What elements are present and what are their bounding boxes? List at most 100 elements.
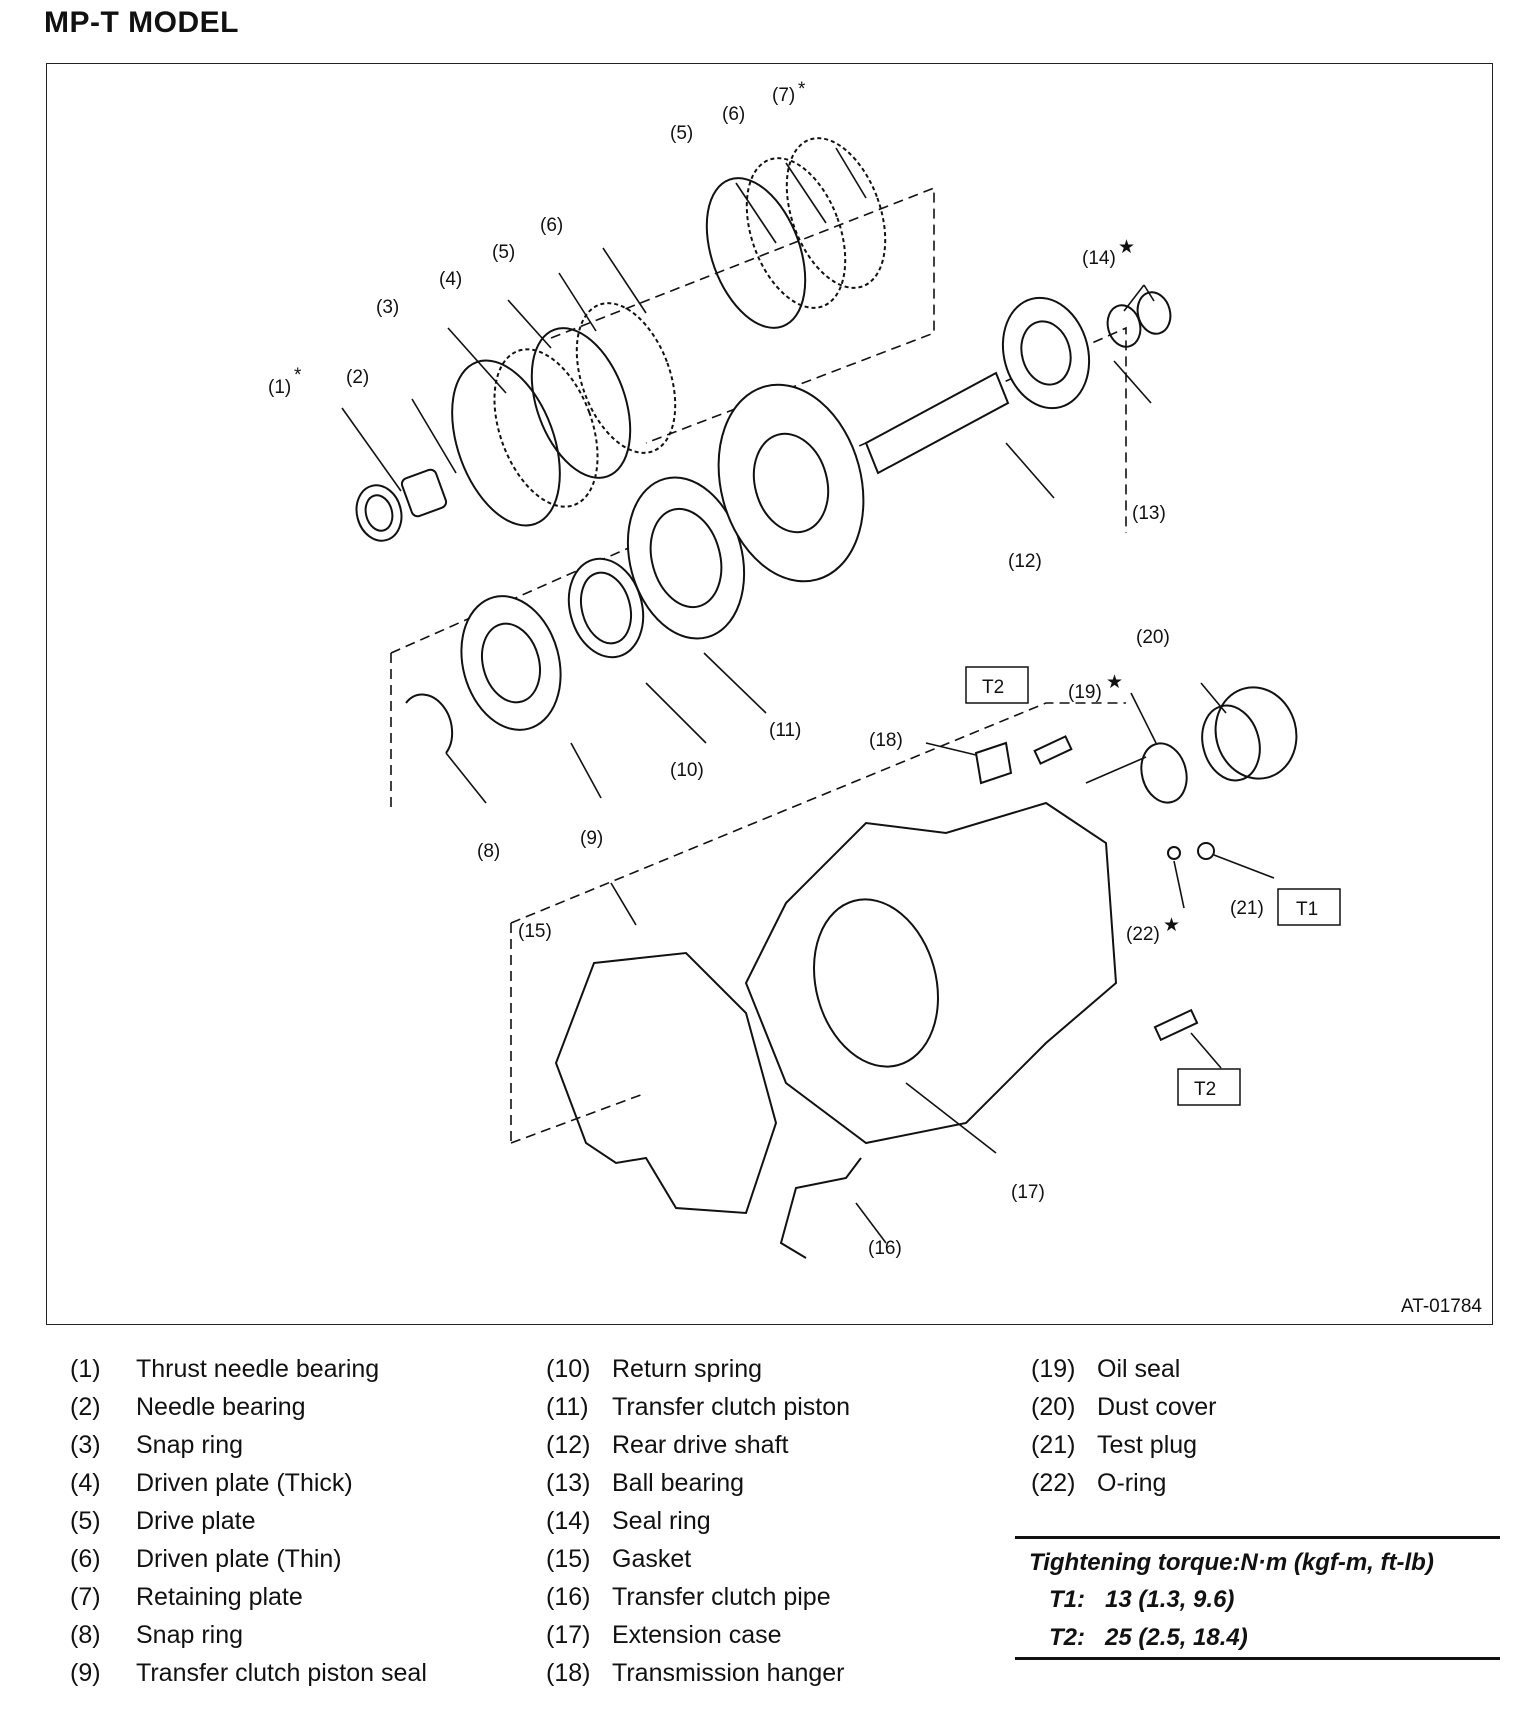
- legend-item: (11)Transfer clutch piston: [546, 1388, 850, 1426]
- legend-part-name: Drive plate: [136, 1507, 256, 1535]
- gasket-envelope-bottom: [510, 1092, 647, 1144]
- bolt-t2-lower-part: [1153, 1008, 1199, 1042]
- legend-number: (8): [70, 1621, 101, 1649]
- torque-value: 25 (2.5, 18.4): [1105, 1624, 1248, 1651]
- legend-part-name: Dust cover: [1097, 1393, 1217, 1421]
- callout-20: (20): [1136, 627, 1170, 648]
- legend-part-name: Gasket: [612, 1545, 692, 1573]
- torque-tag-t2-lower-box: [1177, 1068, 1241, 1106]
- parts-legend-column-3: (19)Oil seal (20)Dust cover (21)Test plu…: [1031, 1350, 1216, 1502]
- callout-3: (3): [376, 297, 399, 318]
- legend-item: (20) Dust cover: [1031, 1388, 1216, 1426]
- legend-number: (11): [546, 1393, 589, 1421]
- shaft-assembly-envelope: [390, 326, 1127, 654]
- legend-number: (4): [70, 1469, 101, 1497]
- callout-19: (19): [1068, 682, 1102, 703]
- legend-part-name: Needle bearing: [136, 1393, 306, 1421]
- callout-15: (15): [518, 921, 552, 942]
- torque-tag-t2-lower: T2: [1194, 1079, 1216, 1100]
- seal-ring-a-part: [1106, 304, 1142, 348]
- legend-number: (16): [546, 1583, 591, 1611]
- callout-13: (13): [1132, 503, 1166, 524]
- callout-6a: (6): [540, 215, 563, 236]
- callout-18: (18): [869, 730, 903, 751]
- legend-number: (17): [546, 1621, 591, 1649]
- transmission-hanger-part: [974, 741, 1013, 785]
- legend-number: (13): [546, 1469, 591, 1497]
- callout-9: (9): [580, 828, 603, 849]
- diagram-frame: AT-01784: [46, 63, 1493, 1325]
- legend-item: (13) Ball bearing: [546, 1464, 850, 1502]
- exploded-view-diagram: (1) * (2) (3) (4) (5) (6) (5) (6) (7) * …: [268, 79, 1341, 1259]
- legend-item: (3)Snap ring: [70, 1426, 427, 1464]
- transfer-clutch-pipe-part: [779, 1157, 862, 1259]
- torque-tag-t1-box: [1277, 888, 1341, 926]
- legend-part-name: Extension case: [612, 1621, 782, 1649]
- legend-number: (9): [70, 1659, 101, 1687]
- legend-item: (1) Thrust needle bearing: [70, 1350, 427, 1388]
- driven-plate-thick-part: [493, 348, 599, 508]
- legend-number: (5): [70, 1507, 101, 1535]
- parts-legend-column-1: (1) Thrust needle bearing (2) Needle beari…: [70, 1350, 427, 1692]
- retaining-plate-part: [785, 137, 887, 289]
- legend-number: (7): [70, 1583, 101, 1611]
- oil-seal-part: [1140, 742, 1188, 804]
- star-mark-22: ★: [1163, 915, 1180, 936]
- legend-item: (9) Transfer clutch piston seal: [70, 1654, 427, 1692]
- legend-number: (18): [546, 1659, 591, 1687]
- legend-number: (19): [1031, 1355, 1076, 1383]
- callout-4: (4): [439, 269, 462, 290]
- legend-part-name: Retaining plate: [136, 1583, 303, 1611]
- star-mark-14: ★: [1118, 237, 1135, 258]
- torque-heading: Tightening torque:N·m (kgf-m, ft-lb): [1029, 1549, 1434, 1576]
- rear-drive-shaft-spline-part: [864, 371, 1010, 475]
- legend-item: (18) Transmission hanger: [546, 1654, 850, 1692]
- torque-key: T2:: [1049, 1624, 1085, 1651]
- callout-7: (7): [772, 85, 795, 106]
- snap-ring-8-part: [405, 693, 454, 754]
- legend-part-name: Ball bearing: [612, 1469, 745, 1497]
- figure-code: AT-01784: [1401, 1296, 1482, 1317]
- legend-part-name: Test plug: [1097, 1431, 1198, 1459]
- legend-number: (10): [546, 1355, 591, 1383]
- legend-number: (12): [546, 1431, 591, 1459]
- legend-part-name: O-ring: [1097, 1469, 1167, 1497]
- ball-bearing-part: [1001, 296, 1091, 410]
- legend-number: (22): [1031, 1469, 1076, 1497]
- torque-key: T1:: [1049, 1586, 1085, 1613]
- drive-plate-5a-part: [530, 327, 632, 479]
- legend-part-name: Transmission hanger: [612, 1659, 845, 1687]
- callout-16: (16): [868, 1238, 902, 1259]
- legend-number: (6): [70, 1545, 101, 1573]
- transfer-clutch-piston-seal-part: [460, 595, 562, 731]
- extension-case-part: [744, 801, 1118, 1145]
- transfer-clutch-piston-part: [626, 476, 746, 640]
- legend-part-name: Thrust needle bearing: [136, 1355, 380, 1383]
- legend-number: (21): [1031, 1431, 1076, 1459]
- legend-number: (2): [70, 1393, 101, 1421]
- callout-14: (14): [1082, 248, 1116, 269]
- page-title: MP-T MODEL: [44, 6, 239, 39]
- legend-item: (5) Drive plate: [70, 1502, 427, 1540]
- gasket-part: [554, 951, 778, 1215]
- legend-number: (20): [1031, 1393, 1076, 1421]
- return-spring-part: [567, 557, 645, 659]
- legend-number: (1): [70, 1355, 101, 1383]
- callout-2: (2): [346, 367, 369, 388]
- asterisk-mark-7: *: [798, 79, 806, 100]
- rear-drive-shaft-drum-part: [717, 383, 865, 583]
- callout-22: (22): [1126, 924, 1160, 945]
- callout-17: (17): [1011, 1182, 1045, 1203]
- callout-10: (10): [670, 760, 704, 781]
- callout-1: (1): [268, 377, 291, 398]
- driven-plate-thin-6a-part: [575, 302, 677, 454]
- asterisk-mark-1: *: [294, 365, 302, 386]
- legend-item: (7) Retaining plate: [70, 1578, 427, 1616]
- legend-part-name: Return spring: [612, 1355, 763, 1383]
- torque-value: 13 (1.3, 9.6): [1105, 1586, 1235, 1613]
- parts-legend-column-2: (10) Return spring (11)Transfer clutch pi…: [546, 1350, 850, 1692]
- legend-item: (22) O-ring: [1031, 1464, 1216, 1502]
- legend-item: (15)Gasket: [546, 1540, 850, 1578]
- legend-item: (16)Transfer clutch pipe: [546, 1578, 850, 1616]
- legend-part-name: Transfer clutch piston seal: [136, 1659, 427, 1687]
